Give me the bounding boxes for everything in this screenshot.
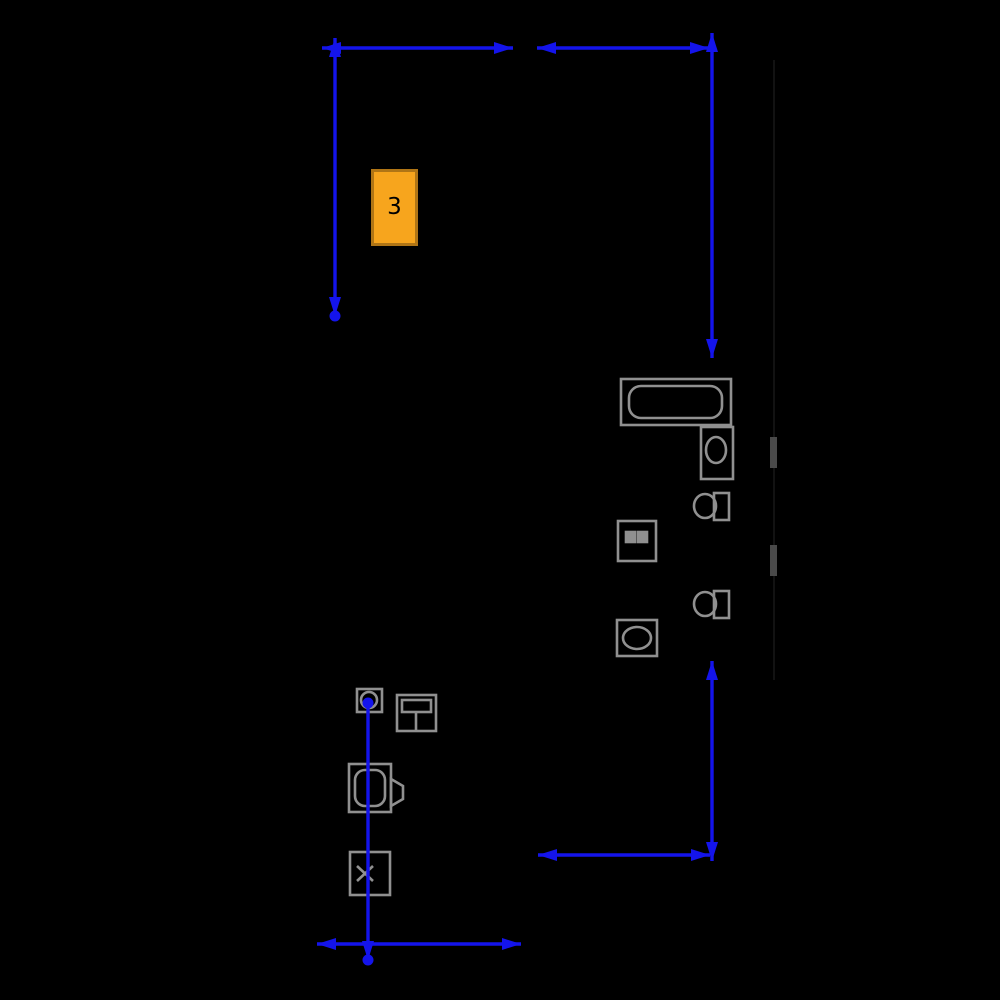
wall-stub-lower [770, 545, 777, 576]
shower-sink-part [348, 850, 392, 897]
top-left-width-arrowhead [494, 42, 513, 54]
wall-toilet-lower-part [692, 590, 718, 618]
appliance-part [636, 530, 649, 544]
shower-sink-part [356, 865, 374, 882]
left-height-endpoint [329, 310, 341, 322]
bottom-left-width-arrowhead [502, 938, 521, 950]
wall-stub-upper [770, 437, 777, 468]
bottom-right-width-arrowhead [538, 849, 557, 861]
bottom-right-width-arrowhead [691, 849, 710, 861]
wall-toilet-lower-part [712, 589, 731, 620]
washing-machine-part [389, 776, 405, 809]
dimension-center-height [362, 697, 374, 966]
dimension-bottom-right-height [706, 661, 718, 861]
top-right-width-arrowhead [690, 42, 709, 54]
fixture-wall-toilet-lower [692, 589, 731, 620]
bottom-left-width-arrowhead [317, 938, 336, 950]
dimension-right-height [706, 33, 718, 358]
toilet-top-part [704, 435, 728, 465]
fixture-toilet-top [699, 425, 735, 481]
bottom-right-height-arrowhead [706, 842, 718, 861]
fixture-washbasin [615, 618, 659, 658]
toilet-top-part [699, 425, 735, 481]
fixture-shower-sink [348, 850, 392, 897]
wall-toilet-upper-part [692, 492, 718, 520]
bathtub-part [627, 384, 724, 420]
bathtub-part [619, 377, 733, 427]
dimension-top-left-width [322, 42, 513, 54]
center-height-endpoint [362, 954, 374, 966]
stove-part [400, 698, 433, 714]
room-label-text: 3 [387, 194, 402, 220]
dimension-left-height [329, 38, 341, 322]
washing-machine-part [353, 768, 387, 808]
washbasin-part [615, 618, 659, 658]
fixture-stove [395, 693, 438, 733]
wall-right-faint [773, 60, 775, 680]
left-height-arrowhead [329, 297, 341, 316]
right-height-arrowhead [706, 339, 718, 358]
fixture-appliance [616, 519, 658, 563]
right-height-arrowhead [706, 33, 718, 52]
dimension-top-right-width [537, 42, 709, 54]
center-height-arrowhead [362, 941, 374, 960]
appliance-part [624, 530, 637, 544]
fixture-bathtub [619, 377, 733, 427]
left-height-arrowhead [329, 38, 341, 57]
dimension-bottom-right-width [538, 849, 710, 861]
fixture-wall-toilet-upper [692, 491, 731, 522]
fixture-washing-machine [347, 762, 405, 814]
center-height-endpoint [362, 697, 374, 709]
washbasin-part [621, 625, 653, 651]
bottom-right-height-arrowhead [706, 661, 718, 680]
room-label-3[interactable]: 3 [371, 169, 418, 246]
appliance-part [616, 519, 658, 563]
dimension-bottom-left-width [317, 938, 521, 950]
top-right-width-arrowhead [537, 42, 556, 54]
wall-toilet-upper-part [712, 491, 731, 522]
